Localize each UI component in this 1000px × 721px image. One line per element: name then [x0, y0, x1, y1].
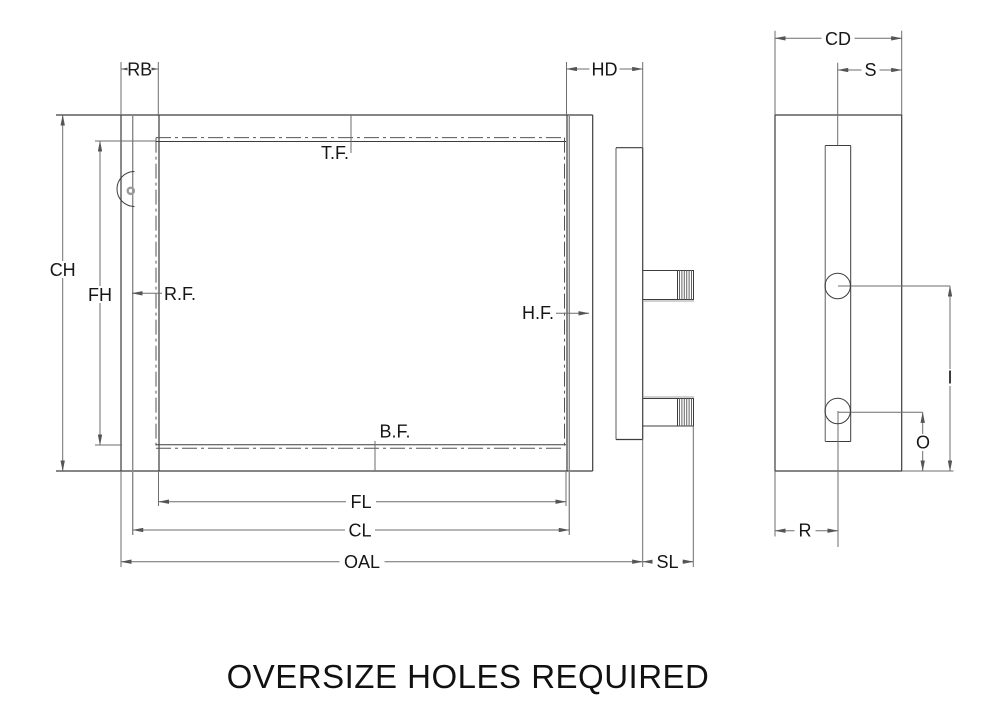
lower-pipe-threads: [679, 398, 692, 426]
front-view: RB HD CH FH FL CL OAL SL T.F. R.F. H.F. …: [47, 60, 694, 573]
front-dimension-lines: [60, 66, 694, 564]
ch-label: CH: [50, 260, 76, 280]
sl-label: SL: [656, 552, 678, 572]
o-label-bg: [913, 434, 933, 451]
cl-label-bg: [345, 521, 375, 539]
side-label-backgrounds: [794, 30, 957, 540]
cl-label: CL: [348, 521, 371, 541]
i-label-bg: [943, 369, 957, 386]
cd-label: CD: [825, 29, 851, 49]
fl-label: FL: [350, 492, 371, 512]
upper-connection-pipe: [642, 270, 694, 302]
hf-label: H.F.: [522, 303, 554, 323]
fh-label-bg: [85, 286, 115, 303]
o-label: O: [916, 433, 930, 453]
lower-connection-pipe: [642, 396, 694, 427]
upper-connection-circle: [824, 272, 851, 300]
ch-label-bg: [47, 261, 78, 278]
upper-pipe-walls: [642, 270, 678, 300]
side-extension-lines: [774, 30, 954, 547]
front-leader-lines: [131, 115, 590, 471]
s-label: S: [864, 60, 876, 80]
cd-label-bg: [821, 30, 855, 47]
lower-connection-circle: [824, 397, 851, 425]
oal-label-bg: [339, 553, 385, 571]
bf-label: B.F.: [380, 422, 411, 442]
i-label: I: [947, 368, 952, 388]
front-fin-area: [116, 137, 566, 449]
hd-label: HD: [592, 60, 618, 80]
side-view: CD S I O R: [774, 29, 957, 547]
front-casing: [56, 114, 594, 472]
oal-label: OAL: [344, 552, 380, 572]
front-label-backgrounds: [47, 60, 683, 571]
rb-label-bg: [127, 60, 152, 78]
upper-pipe-thread-block: [677, 270, 694, 300]
lower-pipe-walls: [642, 398, 678, 427]
side-connections: [824, 272, 851, 425]
s-label-bg: [861, 61, 880, 79]
fh-label: FH: [88, 285, 112, 305]
side-dimension-lines: [774, 36, 953, 533]
side-labels: CD S I O R: [799, 29, 953, 541]
hd-label-bg: [589, 60, 620, 78]
return-bend-tube: [126, 186, 136, 196]
sl-label-bg: [652, 553, 683, 571]
front-header: [615, 147, 694, 441]
drawing-title: OVERSIZE HOLES REQUIRED: [227, 658, 710, 695]
tf-label: T.F.: [321, 143, 349, 163]
return-bend-arc: [116, 171, 135, 207]
front-labels: RB HD CH FH FL CL OAL SL T.F. R.F. H.F. …: [50, 60, 679, 573]
r-label: R: [799, 521, 812, 541]
rb-label: RB: [127, 60, 152, 80]
r-label-bg: [794, 522, 816, 540]
fl-label-bg: [346, 493, 376, 511]
rf-label: R.F.: [164, 284, 196, 304]
upper-pipe-threads: [679, 270, 692, 300]
